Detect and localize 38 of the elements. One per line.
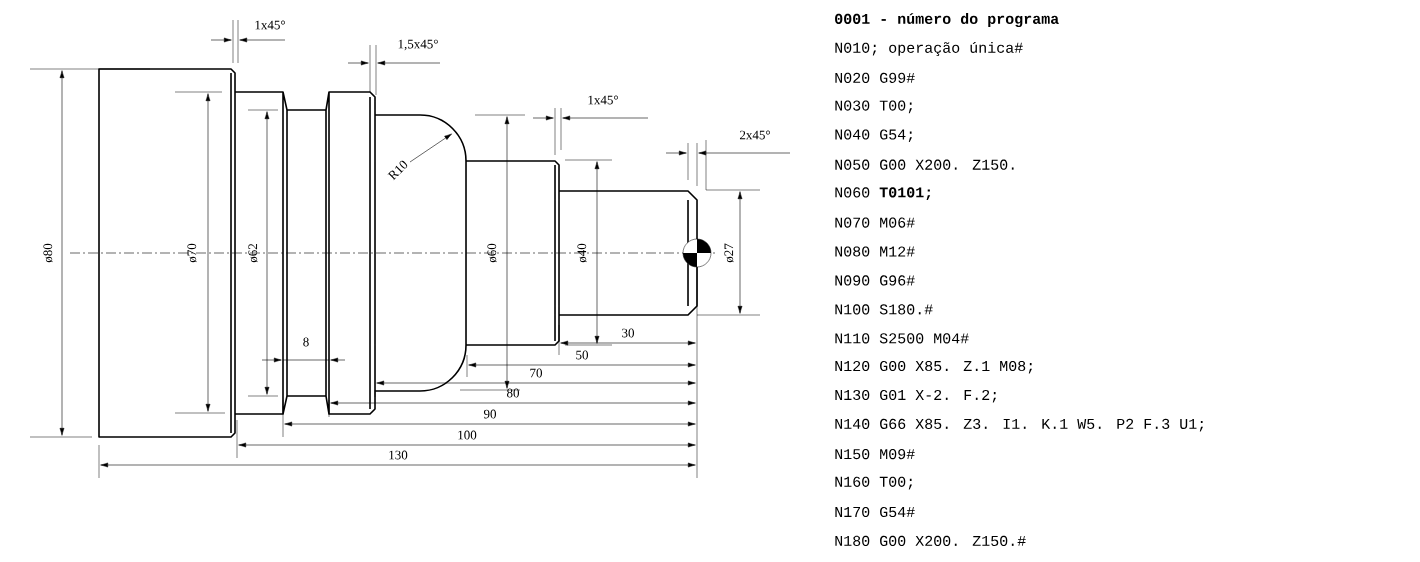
dimension-text: 8: [303, 337, 309, 347]
code-line: N010; operação única#: [835, 41, 1023, 56]
code-line: N100 S180.#: [835, 304, 933, 315]
dimension-text: ø70: [187, 243, 197, 263]
code-line: N020 G99#: [835, 72, 915, 83]
code-line: N050 G00 X200. Z150.: [835, 159, 1014, 170]
code-line: N040 G54;: [835, 129, 912, 143]
code-line: N170 G54#: [835, 506, 915, 518]
code-line: N060 T0101;: [835, 187, 931, 200]
code-line: N080 M12#: [835, 246, 915, 257]
dimension-text: 50: [576, 350, 588, 360]
dimension-text: 90: [483, 409, 496, 419]
dimension-text: 2x45°: [740, 130, 770, 140]
dimension-text: ø40: [577, 243, 587, 263]
dimension-text: 1x45°: [255, 20, 285, 30]
dimension-text: 130: [389, 450, 408, 460]
dimension-text: ø27: [724, 243, 734, 263]
dimension-text: R10: [387, 160, 408, 181]
code-line: N140 G66 X85. Z3. I1. K.1 W5. P2 F.3 U1;: [835, 418, 1203, 432]
code-line: N120 G00 X85. Z.1 M08;: [835, 360, 1032, 374]
dimension-text: 1,5x45°: [398, 39, 438, 51]
dimension-text: ø62: [248, 243, 258, 263]
code-line: 0001 - número do programa: [835, 13, 1059, 28]
code-line: N180 G00 X200. Z150.#: [835, 535, 1026, 546]
code-line: N130 G01 X-2. F.2;: [835, 389, 996, 403]
code-line: N150 M09#: [835, 449, 915, 460]
code-line: N160 T00;: [835, 476, 912, 490]
dimension-text: 70: [530, 368, 542, 378]
code-line: N090 G96#: [835, 275, 915, 286]
code-line: N070 M06#: [835, 217, 915, 228]
code-line: N110 S2500 M04#: [835, 333, 969, 344]
dimension-text: 1x45°: [588, 95, 618, 105]
dimension-text: 30: [622, 328, 634, 338]
dimension-text: 100: [458, 430, 477, 440]
dimension-text: 80: [507, 388, 519, 398]
code-line: N030 T00;: [835, 100, 912, 114]
dimension-text: ø80: [43, 243, 53, 263]
dimension-text: ø60: [487, 243, 497, 263]
